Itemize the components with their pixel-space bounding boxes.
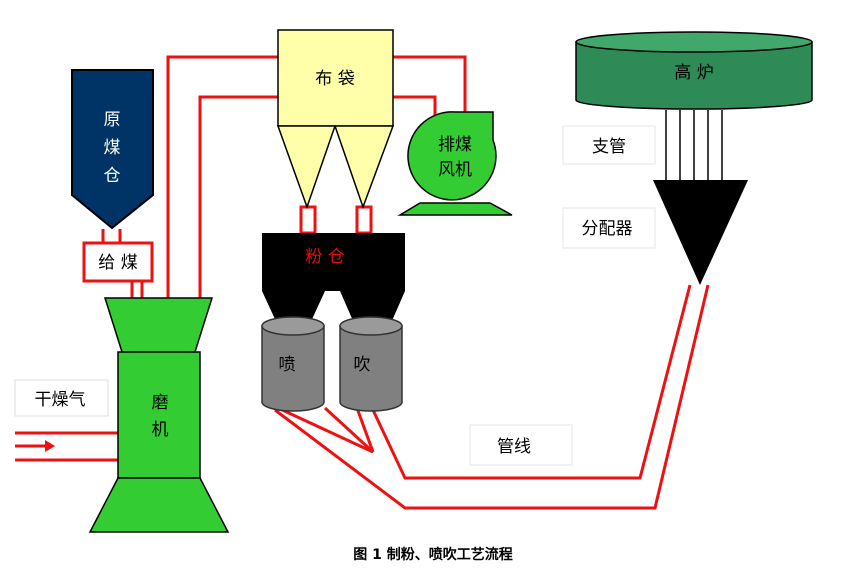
pipeline-label: 管线 [497,437,531,457]
bag-filter: 布 袋 [276,29,395,210]
bag-filter-label: 布 袋 [315,69,354,89]
tank-line-1a [277,406,374,454]
pipe-network [15,55,710,510]
bunker-label-1: 原 [104,110,121,130]
bag-fan-pipe-inner [393,95,437,115]
blow-tank-label: 吹 [354,355,371,375]
branch-pipe-label: 支管 [592,137,626,157]
figure-caption: 图 1 制粉、喷吹工艺流程 [353,546,513,563]
drying-gas-arrow [15,440,55,452]
main-pipeline-1 [371,284,692,480]
feeder-label: 给 煤 [98,253,137,273]
bag-bin-connector-right [355,205,373,235]
drying-gas-label: 干燥气 [35,390,86,410]
bag-fan-pipe-outer [393,55,467,115]
tank-line-1b [323,406,375,454]
branch-pipes [665,110,723,180]
branch-pipe-box [562,125,656,165]
powder-bin: 粉 仓 [262,233,405,330]
blast-furnace: 高 炉 [575,31,813,110]
powder-bin-label: 粉 仓 [305,247,344,267]
distributor-box [562,207,656,249]
bag-bin-connector-left [299,205,317,235]
pipeline-box [469,424,573,466]
raw-coal-bunker: 原 煤 仓 [71,69,154,230]
mill-bag-pipe-outer [166,55,278,298]
bunker-label-2: 煤 [104,138,121,158]
inject-tank-label: 喷 [279,355,296,375]
bunker-label-3: 仓 [104,166,121,186]
distributor-label: 分配器 [582,219,633,239]
blow-tank: 吹 [339,316,403,412]
injection-tank: 喷 [261,316,325,412]
distributor [653,180,748,285]
mill-label-2: 机 [152,420,169,440]
coal-feeder: 给 煤 [82,241,154,283]
fan-label-1: 排煤 [438,135,472,155]
mill-label-1: 磨 [152,393,169,413]
exhaust-fan: 排煤 风机 [397,111,513,216]
furnace-label: 高 炉 [674,63,713,83]
tank-line-1c [355,407,375,453]
coal-mill: 磨 机 [88,297,230,533]
main-pipeline-2 [274,284,710,510]
drying-gas-box [14,379,109,417]
fan-label-2: 风机 [438,160,472,180]
mill-bag-pipe-inner [198,95,278,298]
